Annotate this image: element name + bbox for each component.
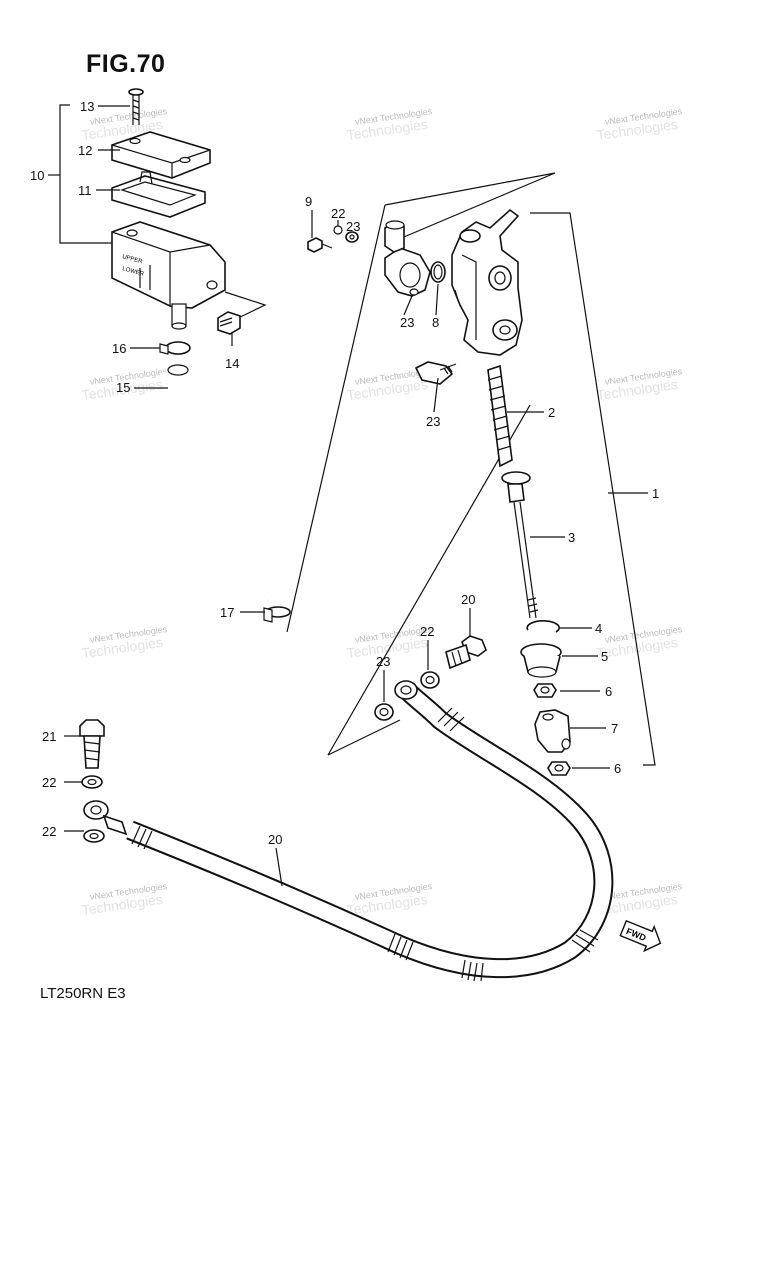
callout-14: 10 bbox=[30, 168, 44, 183]
watermark: Technologies vNext Technologies bbox=[81, 881, 169, 918]
callout-20-top: 16 bbox=[112, 341, 126, 356]
callout-17: 13 bbox=[80, 99, 94, 114]
callout-23-left-lower: 22 bbox=[42, 824, 56, 839]
o-ring-8 bbox=[430, 261, 446, 283]
reservoir-lower-label: LOWER bbox=[121, 266, 144, 278]
assembly-brackets bbox=[48, 104, 656, 766]
leader-lines bbox=[64, 105, 648, 887]
callout-22-right: 20 bbox=[461, 592, 475, 607]
reservoir-upper-label: UPPER bbox=[121, 254, 143, 265]
clamp-20-bottom bbox=[263, 606, 291, 623]
callout-18: 14 bbox=[225, 356, 239, 371]
boot-2 bbox=[487, 364, 513, 468]
hose-19 bbox=[160, 364, 282, 603]
callout-12: 23 bbox=[346, 219, 360, 234]
watermark: Technologies vNext Technologies bbox=[596, 366, 684, 403]
nut-6-upper bbox=[533, 683, 557, 698]
master-cylinder-body bbox=[451, 208, 523, 356]
callout-16: 12 bbox=[78, 143, 92, 158]
watermarks: Technologies vNext Technologies Technolo… bbox=[81, 106, 684, 918]
pushrod-3 bbox=[501, 471, 539, 619]
nut-6-lower bbox=[547, 761, 571, 776]
callout-10: 9 bbox=[305, 194, 312, 209]
callout-23-right-upper: 22 bbox=[420, 624, 434, 639]
circlip-4 bbox=[526, 620, 560, 633]
reservoir-cap-16 bbox=[111, 131, 211, 179]
washer-23-left-lower bbox=[83, 829, 105, 843]
callout-20-bottom: 17 bbox=[220, 605, 234, 620]
watermark: Technologies vNext Technologies bbox=[346, 106, 434, 143]
callout-7: 7 bbox=[611, 721, 618, 736]
reservoir-body-14: UPPER LOWER bbox=[111, 221, 226, 330]
reservoir-assembly: UPPER LOWER bbox=[111, 88, 241, 335]
callout-4: 4 bbox=[595, 621, 602, 636]
washer-12 bbox=[345, 231, 359, 243]
washer-11 bbox=[333, 225, 343, 235]
screw-10 bbox=[307, 237, 333, 253]
callout-5: 5 bbox=[601, 649, 608, 664]
callout-15: 11 bbox=[78, 183, 92, 198]
union-bolt-22-left bbox=[79, 719, 105, 769]
washer-23-right-upper bbox=[420, 671, 440, 689]
callout-numbers: 13 12 11 10 14 16 15 17 9 22 23 23 8 23 … bbox=[30, 99, 659, 847]
washer-23-right-lower bbox=[374, 703, 394, 721]
callout-1: 1 bbox=[652, 486, 659, 501]
callout-23-left-upper: 22 bbox=[42, 775, 56, 790]
callout-19: 15 bbox=[116, 380, 130, 395]
brake-hose-21 bbox=[83, 680, 614, 982]
union-bolt-22-right bbox=[445, 635, 487, 670]
callout-13: 23 bbox=[426, 414, 440, 429]
bolt-13 bbox=[414, 361, 457, 385]
watermark: Technologies vNext Technologies bbox=[81, 624, 169, 661]
fitting-9 bbox=[384, 220, 431, 297]
callout-6-lower: 6 bbox=[614, 761, 621, 776]
figure-title: FIG.70 bbox=[86, 50, 166, 78]
callout-23-right-lower: 23 bbox=[376, 654, 390, 669]
screw-17 bbox=[128, 88, 144, 125]
bolt-18 bbox=[217, 311, 241, 335]
bushing-5 bbox=[520, 643, 562, 678]
model-code: LT250RN E3 bbox=[40, 985, 126, 1002]
diaphragm-15 bbox=[111, 171, 206, 218]
callout-21: 20 bbox=[268, 832, 282, 847]
fwd-arrow-badge: FWD bbox=[619, 919, 662, 953]
callout-9: 23 bbox=[400, 315, 414, 330]
callout-22-left: 21 bbox=[42, 729, 56, 744]
callout-8: 8 bbox=[432, 315, 439, 330]
washer-23-left-upper bbox=[81, 775, 103, 789]
watermark: Technologies vNext Technologies bbox=[596, 106, 684, 143]
callout-6-upper: 6 bbox=[605, 684, 612, 699]
callout-3: 3 bbox=[568, 530, 575, 545]
watermark: Technologies vNext Technologies bbox=[346, 881, 434, 918]
clevis-7 bbox=[534, 709, 571, 753]
callout-11: 22 bbox=[331, 206, 345, 221]
callout-2: 2 bbox=[548, 405, 555, 420]
clamp-20-top bbox=[159, 341, 191, 355]
